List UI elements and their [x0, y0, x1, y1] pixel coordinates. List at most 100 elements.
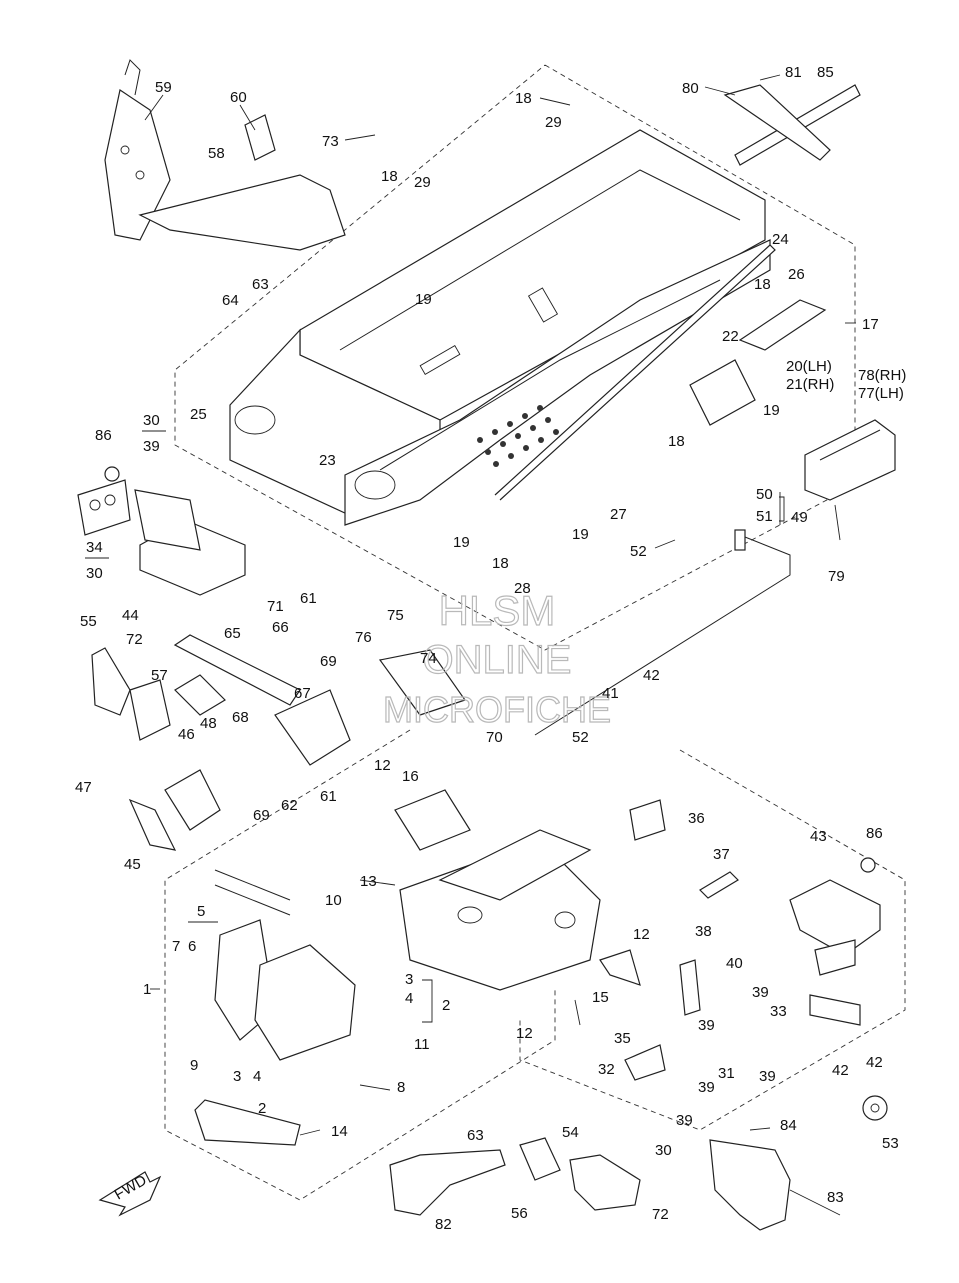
callout-36: 36 [688, 810, 705, 827]
callout-25: 25 [190, 406, 207, 423]
callout-61-a: 61 [300, 590, 317, 607]
callout-6: 6 [188, 938, 196, 955]
watermark-line-3: MICROFICHE [383, 689, 611, 730]
bracket-35 [624, 1044, 666, 1081]
stay-38 [679, 959, 701, 1016]
callout-8: 8 [397, 1079, 405, 1096]
callout-2-a: 2 [442, 997, 450, 1014]
forward-arrow-icon: FWD [98, 1171, 162, 1217]
callout-69-a: 69 [320, 653, 337, 670]
callout-10: 10 [325, 892, 342, 909]
callout-13: 13 [360, 873, 377, 890]
callout-39-f: 39 [759, 1068, 776, 1085]
callout-labels: 59 60 58 73 18 29 18 29 80 81 85 63 64 1… [75, 64, 906, 1233]
callout-50: 50 [756, 486, 773, 503]
callout-54: 54 [562, 1124, 579, 1141]
callout-86-right: 86 [866, 825, 883, 842]
callout-4-b: 4 [253, 1068, 261, 1085]
callout-5: 5 [197, 903, 205, 920]
callout-66: 66 [272, 619, 289, 636]
callout-17: 17 [862, 316, 879, 333]
callout-39-e: 39 [676, 1112, 693, 1129]
guard-plate-83 [709, 1139, 791, 1231]
callout-30-c: 30 [655, 1142, 672, 1159]
bracket-20-21 [689, 359, 756, 426]
callout-40: 40 [726, 955, 743, 972]
callout-78rh: 78(RH) [858, 367, 906, 384]
callout-58: 58 [208, 145, 225, 162]
callout-15: 15 [592, 989, 609, 1006]
callout-77lh: 77(LH) [858, 385, 904, 402]
bracket-60 [244, 114, 276, 161]
callout-18-a: 18 [381, 168, 398, 185]
callout-21rh: 21(RH) [786, 376, 834, 393]
bracket-55 [91, 647, 131, 716]
callout-82: 82 [435, 1216, 452, 1233]
callout-11: 11 [414, 1036, 430, 1053]
callout-64: 64 [222, 292, 239, 309]
assembly-outline-main-frame [174, 64, 856, 651]
callout-72-b: 72 [652, 1206, 669, 1223]
callout-30-b: 30 [86, 565, 103, 582]
callout-18-top: 18 [515, 90, 532, 107]
watermark-line-2: ONLINE [423, 638, 572, 682]
callout-29-a: 29 [414, 174, 431, 191]
callout-57: 57 [151, 667, 168, 684]
callout-61-b: 61 [320, 788, 337, 805]
callout-65: 65 [224, 625, 241, 642]
callout-46: 46 [178, 726, 195, 743]
callout-26: 26 [788, 266, 805, 283]
main-frame-tunnel [229, 129, 771, 526]
callout-76: 76 [355, 629, 372, 646]
callout-45: 45 [124, 856, 141, 873]
callout-1: 1 [143, 981, 151, 998]
callout-83: 83 [827, 1189, 844, 1206]
callout-24: 24 [772, 231, 789, 248]
upper-front-frame [104, 59, 346, 251]
callout-42-b: 42 [832, 1062, 849, 1079]
callout-41: 41 [602, 685, 619, 702]
callout-71: 71 [267, 598, 284, 615]
bracket-57 [129, 679, 171, 741]
grommet-86-right [860, 857, 876, 873]
callout-67: 67 [294, 685, 311, 702]
callout-39-a: 39 [143, 438, 160, 455]
callout-19-c: 19 [453, 534, 470, 551]
callout-39-c: 39 [698, 1017, 715, 1034]
callout-19-d: 19 [572, 526, 589, 543]
callout-53: 53 [882, 1135, 899, 1152]
group-brackets [150, 496, 785, 1023]
callout-30-a: 30 [143, 412, 160, 429]
callout-35: 35 [614, 1030, 631, 1047]
callout-73: 73 [322, 133, 339, 150]
callout-4-a: 4 [405, 990, 413, 1007]
callout-47: 47 [75, 779, 92, 796]
callout-59: 59 [155, 79, 172, 96]
bracket-15 [599, 949, 641, 986]
callout-48: 48 [200, 715, 217, 732]
bracket-68 [174, 674, 226, 716]
callout-86-left: 86 [95, 427, 112, 444]
watermark: HLSM ONLINE MICROFICHE [382, 586, 611, 730]
callout-12-a: 12 [374, 757, 391, 774]
callout-39-b: 39 [752, 984, 769, 1001]
callout-39-d: 39 [698, 1079, 715, 1096]
callout-18-c: 18 [668, 433, 685, 450]
front-suspension-1 [214, 869, 356, 1061]
lower-chassis [399, 829, 601, 991]
callout-20lh: 20(LH) [786, 358, 832, 375]
callout-14: 14 [331, 1123, 348, 1140]
callout-75: 75 [387, 607, 404, 624]
callout-23: 23 [319, 452, 336, 469]
callout-27: 27 [610, 506, 627, 523]
callout-18-b: 18 [754, 276, 771, 293]
callout-68: 68 [232, 709, 249, 726]
mount-46 [164, 769, 221, 831]
callout-29-top: 29 [545, 114, 562, 131]
bracket-74 [378, 649, 466, 716]
running-board-77-78 [804, 419, 896, 501]
callout-52-b: 52 [572, 729, 589, 746]
callout-3-a: 3 [405, 971, 413, 988]
callout-34: 34 [86, 539, 103, 556]
